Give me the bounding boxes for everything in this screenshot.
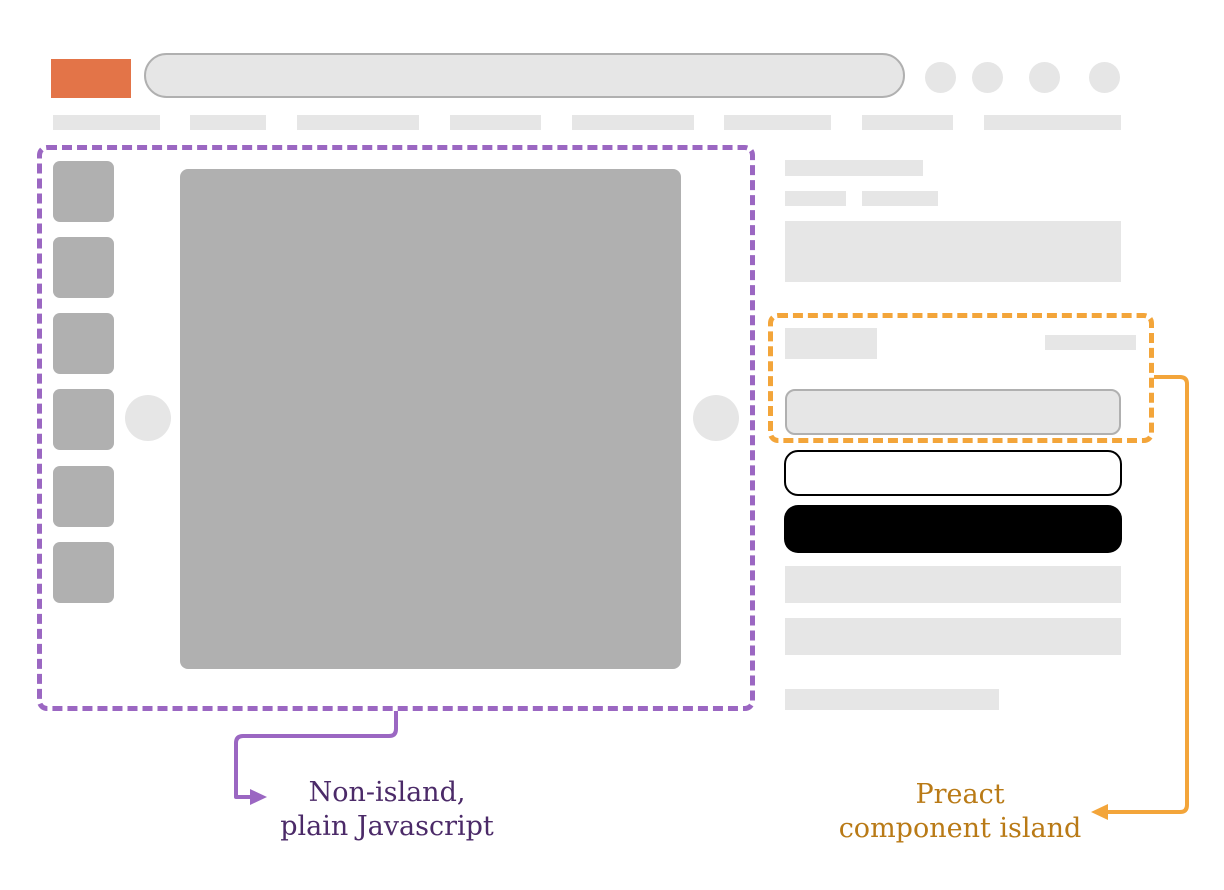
- header-icon-3[interactable]: [1029, 62, 1060, 93]
- gallery-main-image: [180, 169, 681, 669]
- product-description-placeholder: [785, 221, 1121, 282]
- non-island-callout: Non-island, plain Javascript: [262, 776, 512, 844]
- gallery-thumbnail[interactable]: [53, 313, 114, 374]
- header-icon-4[interactable]: [1089, 62, 1120, 93]
- non-island-callout-line1: Non-island,: [308, 777, 466, 808]
- info-line-placeholder: [785, 689, 999, 710]
- nav-item[interactable]: [984, 115, 1121, 130]
- brand-logo[interactable]: [51, 59, 131, 98]
- header-icon-1[interactable]: [925, 62, 956, 93]
- island-arrowhead: [1091, 804, 1108, 820]
- gallery-thumbnail[interactable]: [53, 542, 114, 603]
- secondary-button[interactable]: [784, 450, 1122, 496]
- non-island-region-outline: [37, 145, 755, 711]
- island-label-placeholder: [785, 328, 877, 359]
- product-title-placeholder: [785, 160, 923, 176]
- island-callout-line1: Preact: [915, 779, 1005, 810]
- nav-item[interactable]: [724, 115, 831, 130]
- nav-item[interactable]: [862, 115, 953, 130]
- nav-item[interactable]: [450, 115, 541, 130]
- island-callout: Preact component island: [830, 778, 1090, 846]
- search-bar[interactable]: [144, 53, 905, 98]
- island-callout-line2: component island: [838, 813, 1082, 844]
- gallery-thumbnail[interactable]: [53, 237, 114, 298]
- nav-item[interactable]: [297, 115, 419, 130]
- product-meta-placeholder: [785, 191, 846, 206]
- gallery-thumbnail[interactable]: [53, 389, 114, 450]
- island-select-input[interactable]: [785, 389, 1121, 435]
- nav-item[interactable]: [572, 115, 694, 130]
- gallery-thumbnail[interactable]: [53, 161, 114, 222]
- non-island-callout-line2: plain Javascript: [280, 811, 494, 842]
- nav-item[interactable]: [190, 115, 266, 130]
- island-connector: [1091, 375, 1189, 820]
- header-icon-2[interactable]: [972, 62, 1003, 93]
- info-block-placeholder: [785, 618, 1121, 655]
- nav-item[interactable]: [53, 115, 160, 130]
- carousel-prev-icon[interactable]: [125, 395, 171, 441]
- island-region-outline: [768, 313, 1154, 443]
- non-island-connector: [234, 711, 398, 805]
- info-block-placeholder: [785, 566, 1121, 603]
- island-link-placeholder[interactable]: [1045, 335, 1136, 350]
- carousel-next-icon[interactable]: [693, 395, 739, 441]
- product-meta-placeholder: [862, 191, 938, 206]
- non-island-arrowhead: [250, 789, 267, 805]
- gallery-thumbnail[interactable]: [53, 466, 114, 527]
- primary-button[interactable]: [784, 505, 1122, 553]
